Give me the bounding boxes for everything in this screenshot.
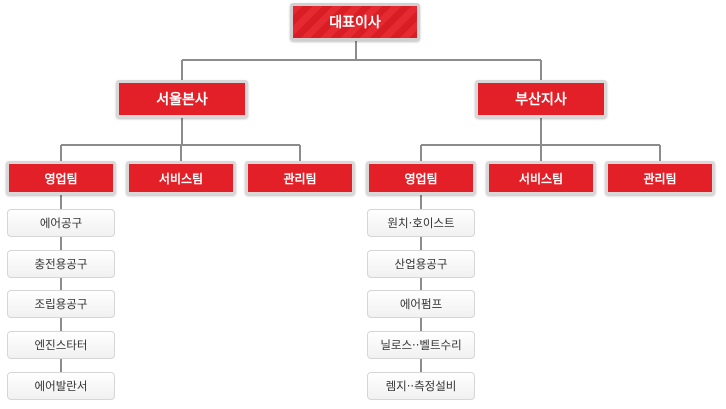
product-box: 렘지··측정설비: [367, 372, 475, 400]
product-box: 충전용공구: [7, 250, 115, 278]
product-box: 에어발란서: [7, 372, 115, 400]
product-label: 렘지··측정설비: [385, 379, 457, 393]
team-label: 영업팀: [44, 171, 78, 186]
team-box: 관리팀: [245, 161, 355, 195]
product-label: 닐로스··벨트수리: [380, 338, 462, 352]
team-box: 관리팀: [605, 161, 715, 195]
product-label: 에어펌프: [399, 297, 443, 311]
product-box: 엔진스타터: [7, 331, 115, 359]
team-label: 서비스팀: [158, 171, 204, 186]
product-label: 충전용공구: [34, 257, 88, 271]
product-box: 닐로스··벨트수리: [367, 331, 475, 359]
branch-label: 부산지사: [515, 92, 567, 108]
team-label: 관리팀: [643, 171, 677, 186]
team-box: 영업팀: [366, 161, 476, 195]
product-box: 조립용공구: [7, 290, 115, 318]
product-label: 원치·호이스트: [387, 216, 455, 230]
team-label: 영업팀: [404, 171, 438, 186]
ceo-box: 대표이사: [290, 3, 420, 41]
team-label: 관리팀: [283, 171, 317, 186]
product-box: 에어펌프: [367, 290, 475, 318]
ceo-label: 대표이사: [329, 15, 381, 31]
team-label: 서비스팀: [518, 171, 564, 186]
branch-box-seoul: 서울본사: [116, 80, 248, 118]
product-box: 원치·호이스트: [367, 209, 475, 237]
product-label: 산업용공구: [394, 257, 448, 271]
product-box: 산업용공구: [367, 250, 475, 278]
product-box: 에어공구: [7, 209, 115, 237]
team-box: 서비스팀: [126, 161, 236, 195]
product-label: 에어발란서: [34, 379, 88, 393]
team-box: 서비스팀: [486, 161, 596, 195]
branch-box-busan: 부산지사: [475, 80, 607, 118]
branch-label: 서울본사: [156, 92, 208, 108]
product-label: 조립용공구: [34, 297, 88, 311]
product-label: 엔진스타터: [34, 338, 88, 352]
product-label: 에어공구: [39, 216, 83, 230]
team-box: 영업팀: [6, 161, 116, 195]
